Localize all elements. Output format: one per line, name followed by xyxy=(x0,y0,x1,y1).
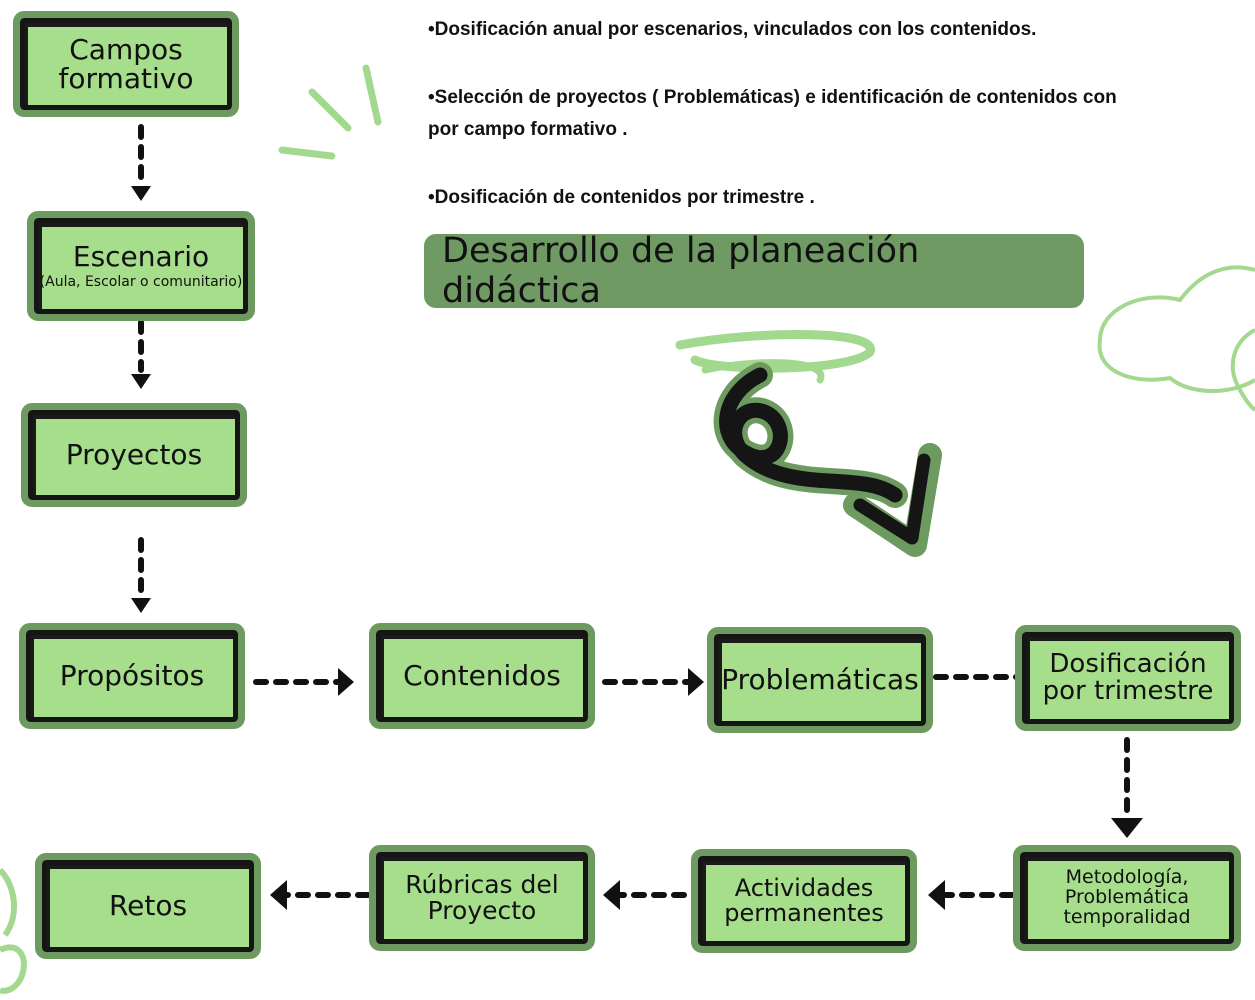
box-actividades: Actividades permanentes xyxy=(691,849,917,953)
banner-title: Desarrollo de la planeación didáctica xyxy=(442,231,920,311)
arrowhead-right-icon xyxy=(338,668,354,696)
box-label: Problemáticas xyxy=(721,663,919,697)
banner-planeacion: Desarrollo de la planeación didáctica xyxy=(424,231,1084,311)
box-label: Metodología, Problemática temporalidad xyxy=(1063,866,1191,928)
arrowhead-down-icon xyxy=(131,186,151,201)
box-escenario: Escenario (Aula, Escolar o comunitario) xyxy=(27,211,255,321)
bullet-dosificacion-trimestre: •Dosificación de contenidos por trimestr… xyxy=(428,187,815,208)
arrowhead-right-icon xyxy=(688,668,704,696)
spark-doodle xyxy=(278,64,382,160)
box-label: Propósitos xyxy=(59,659,205,693)
bullet-seleccion-proyectos-cont: por campo formativo . xyxy=(428,119,628,140)
box-label: Retos xyxy=(108,889,188,923)
box-metodologia: Metodología, Problemática temporalidad xyxy=(1013,845,1241,951)
box-label: Dosificación por trimestre xyxy=(1042,648,1214,706)
box-rubricas: Rúbricas del Proyecto xyxy=(369,845,595,951)
corner-doodle xyxy=(0,867,27,994)
box-label: Contenidos xyxy=(403,659,561,693)
box-label: Proyectos xyxy=(65,438,203,472)
box-label: Actividades permanentes xyxy=(724,873,884,927)
box-campos-formativo: Campos formativo xyxy=(13,11,239,117)
box-sublabel: (Aula, Escolar o comunitario) xyxy=(39,273,243,290)
box-contenidos: Contenidos xyxy=(369,623,595,729)
box-label: Rúbricas del Proyecto xyxy=(405,869,559,925)
box-dosificacion-trimestre: Dosificación por trimestre xyxy=(1015,625,1241,731)
arrowhead-down-icon xyxy=(131,374,151,389)
arrowhead-left-icon xyxy=(270,880,287,910)
arrowhead-down-icon xyxy=(1111,818,1143,838)
bullet-dosificacion-anual: •Dosificación anual por escenarios, vinc… xyxy=(428,19,1037,40)
box-label: Campos formativo xyxy=(58,32,194,95)
arrowhead-left-icon xyxy=(928,880,945,910)
box-label: Escenario xyxy=(72,240,210,274)
box-problematicas: Problemáticas xyxy=(707,627,933,733)
bullet-seleccion-proyectos: •Selección de proyectos ( Problemáticas)… xyxy=(428,87,1117,108)
box-proyectos: Proyectos xyxy=(21,403,247,507)
box-retos: Retos xyxy=(35,853,261,959)
box-propositos: Propósitos xyxy=(19,623,245,729)
curly-arrow-icon xyxy=(675,330,942,557)
arrowhead-left-icon xyxy=(603,880,620,910)
arrowhead-down-icon xyxy=(131,598,151,613)
cloud-doodle xyxy=(1097,265,1255,412)
